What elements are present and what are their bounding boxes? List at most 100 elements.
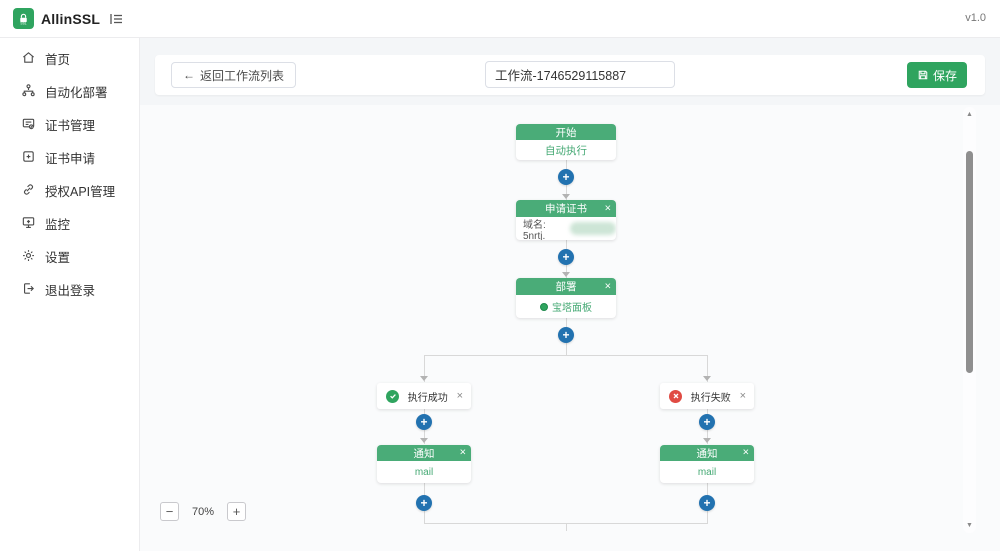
close-icon[interactable]: × [739,389,746,402]
plus-icon: + [420,415,428,429]
node-start-body: 自动执行 [545,144,587,157]
sidebar-collapse-icon[interactable] [108,11,124,27]
node-notify-title: 通知 [696,447,718,460]
lock-logo-icon: SSL [13,8,34,29]
node-notify-fail[interactable]: 通知 × mail [660,445,754,483]
sidebar-item-settings[interactable]: 设置 [0,240,139,273]
workflow-name-input[interactable] [485,61,675,88]
canvas-zoom-controls: − 70% + [160,502,247,521]
app-version: v1.0 [965,12,986,24]
add-node-button[interactable]: + [699,495,715,511]
add-node-button[interactable]: + [699,414,715,430]
baota-panel-icon [540,302,548,311]
node-notify-success[interactable]: 通知 × mail [377,445,471,483]
save-button-label: 保存 [932,68,957,83]
connector-line [423,355,425,382]
scroll-up-icon[interactable]: ▲ [966,111,973,118]
node-start-title: 开始 [555,126,577,139]
sidebar-item-label: 设置 [45,251,71,265]
connector-line [565,523,567,531]
branch-success-label: 执行成功 [407,392,448,404]
sidebar-item-label: 退出登录 [45,284,96,298]
arrow-down-icon [562,194,570,199]
sidebar-item-logout[interactable]: 退出登录 [0,273,139,306]
sidebar-item-label: 首页 [45,53,71,67]
plus-icon: + [232,504,241,519]
deploy-icon [21,83,36,101]
app-title: AllinSSL [41,10,101,27]
branch-success-card[interactable]: 执行成功 × [377,383,471,409]
canvas-scrollbar[interactable]: ▲ ▼ [963,107,976,533]
save-icon [918,70,928,80]
fail-cross-icon [669,389,682,403]
monitor-icon [21,215,36,233]
node-apply-cert-title: 申请证书 [545,203,587,215]
sidebar-item-auto-deploy[interactable]: 自动化部署 [0,75,139,108]
workflow-canvas[interactable]: 开始 自动执行 + 申请证书 × 域名: 5nrtj. + 部署 × [140,105,1000,551]
zoom-level-label: 70% [192,505,215,518]
node-deploy[interactable]: 部署 × 宝塔面板 [516,278,616,318]
scrollbar-thumb[interactable] [966,151,973,373]
plus-icon: + [562,170,570,184]
node-apply-cert[interactable]: 申请证书 × 域名: 5nrtj. [516,200,616,240]
node-deploy-body: 宝塔面板 [552,303,592,314]
svg-text:SSL: SSL [20,22,26,25]
plus-icon: + [562,250,570,264]
scroll-down-icon[interactable]: ▼ [966,522,973,529]
minus-icon: − [165,504,174,519]
branch-fail-label: 执行失败 [690,392,731,404]
api-auth-icon [21,182,36,200]
close-icon[interactable]: × [604,202,611,214]
home-icon [21,50,36,68]
sidebar-item-label: 监控 [45,218,71,232]
node-notify-body: mail [697,466,717,478]
sidebar-item-cert-apply[interactable]: 证书申请 [0,141,139,174]
workflow-toolbar: ← 返回工作流列表 保存 [155,55,985,95]
branch-fail-card[interactable]: 执行失败 × [660,383,754,409]
arrow-down-icon [703,376,711,381]
close-icon[interactable]: × [604,280,611,292]
settings-icon [21,248,36,266]
sidebar-item-monitor[interactable]: 监控 [0,207,139,240]
arrow-down-icon [703,438,711,443]
back-button-label: 返回工作流列表 [200,68,285,83]
node-deploy-title: 部署 [555,281,577,293]
sidebar-item-label: 授权API管理 [45,185,116,199]
close-icon[interactable]: × [742,446,749,459]
redacted-domain-blur [569,222,616,235]
plus-icon: + [703,496,711,510]
sidebar-item-home[interactable]: 首页 [0,42,139,75]
close-icon[interactable]: × [459,446,466,459]
add-node-button[interactable]: + [558,249,574,265]
node-notify-body: mail [414,466,434,478]
zoom-out-button[interactable]: − [160,502,179,521]
node-start[interactable]: 开始 自动执行 [516,124,616,160]
connector-line [706,355,708,382]
plus-icon: + [420,496,428,510]
cert-apply-icon [21,149,36,167]
sidebar: 首页 自动化部署 证书管理 证书申请 授权API管理 监控 设置 退出登录 [0,38,140,551]
save-button[interactable]: 保存 [906,62,967,88]
success-check-icon [386,389,399,403]
sidebar-item-label: 自动化部署 [45,86,108,100]
arrow-down-icon [420,438,428,443]
plus-icon: + [562,328,570,342]
node-apply-cert-domain: 域名: 5nrtj. [523,219,546,241]
sidebar-item-cert-manage[interactable]: 证书管理 [0,108,139,141]
add-node-button[interactable]: + [558,169,574,185]
cert-manage-icon [21,116,36,134]
arrow-down-icon [562,272,570,277]
logout-icon [21,281,36,299]
plus-icon: + [703,415,711,429]
arrow-down-icon [420,376,428,381]
sidebar-item-label: 证书管理 [45,119,96,133]
sidebar-item-api-auth[interactable]: 授权API管理 [0,174,139,207]
top-header: SSL AllinSSL v1.0 [0,0,1000,38]
close-icon[interactable]: × [456,389,463,402]
add-node-button[interactable]: + [416,414,432,430]
add-node-button[interactable]: + [558,327,574,343]
back-to-workflow-list-button[interactable]: ← 返回工作流列表 [171,62,297,88]
add-node-button[interactable]: + [416,495,432,511]
back-arrow-icon: ← [183,68,195,82]
zoom-in-button[interactable]: + [227,502,247,521]
